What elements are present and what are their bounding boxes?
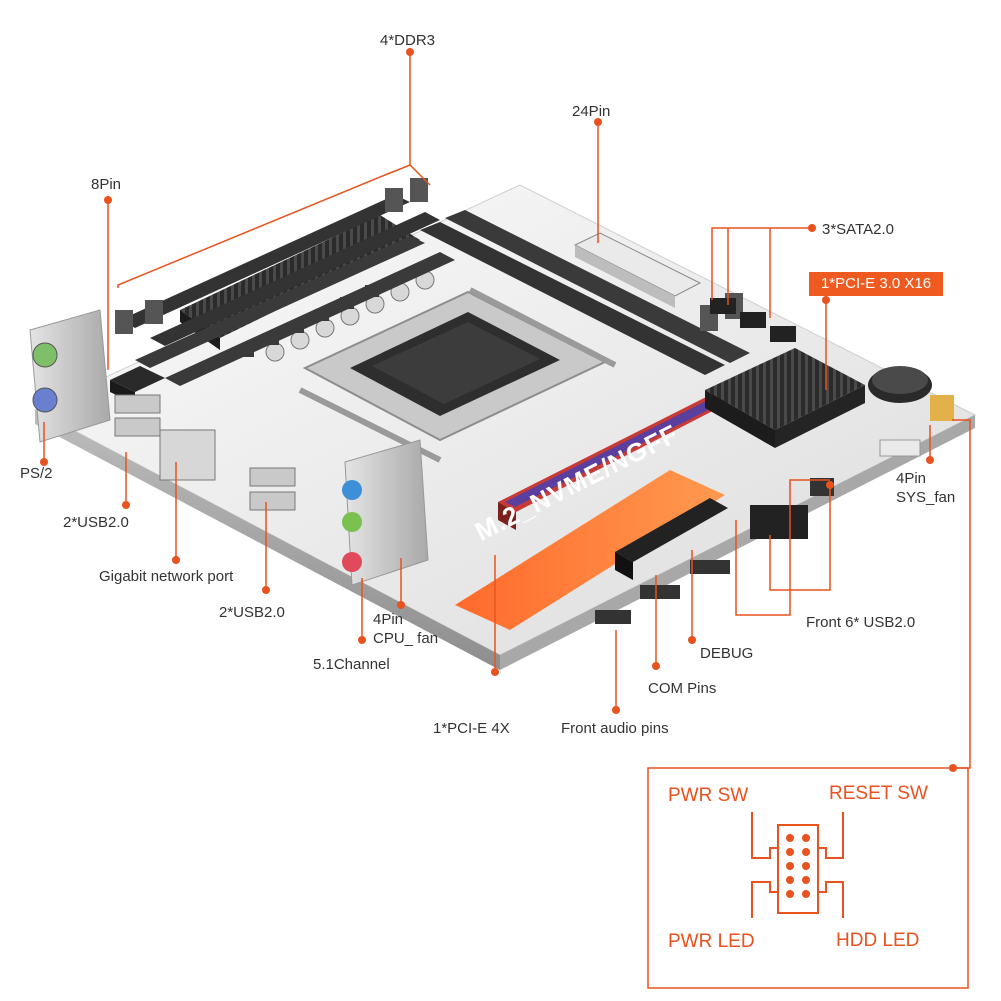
sys-fan-label-line1: 4Pin [896,470,927,487]
atx-24pin-connector [573,232,702,308]
hdd-led-label: HDD LED [836,930,920,951]
eps-8pin-label: 8Pin [91,176,122,193]
usb-rear-a-label: 2*USB2.0 [63,514,129,531]
usb-rear-b-label: 2*USB2.0 [219,604,285,621]
pin-headers [595,439,921,624]
front-panel-header [930,395,954,421]
front-audio-label: Front audio pins [561,720,669,737]
sata-label: 3*SATA2.0 [822,221,894,238]
sys-fan-label-line2: SYS_fan [896,489,956,506]
pcie-x4-label: 1*PCI-E 4X [433,720,510,737]
cpu-fan-label-line1: 4Pin [373,611,404,628]
pwr-led-label: PWR LED [668,931,755,952]
ddr3-label: 4*DDR3 [380,32,436,49]
front-usb-label: Front 6* USB2.0 [806,614,916,631]
pwr-sw-label: PWR SW [668,785,749,806]
debug-label: DEBUG [700,645,754,662]
cpu-fan-label-line2: CPU_ fan [373,630,439,647]
channel-label: 5.1Channel [313,656,390,673]
sata-ports [710,298,796,342]
cpu-socket [298,287,617,463]
leader-dots [40,48,957,772]
pcie-x4-slot [615,498,728,580]
pcie-x16-label: 1*PCI-E 3.0 X16 [809,272,943,296]
atx-24pin-label: 24Pin [572,103,611,120]
chipset-heatsink [705,348,865,448]
dimm-slots-left [115,178,455,386]
pcie-x16-slot [498,390,738,530]
gigabit-label: Gigabit network port [99,568,234,585]
io-ports [29,309,429,586]
reset-sw-label: RESET SW [829,783,928,804]
front-panel-diagram [647,767,969,989]
com-pins-label: COM Pins [648,680,717,697]
cmos-battery [868,366,932,403]
ps2-label: PS/2 [20,465,53,482]
m2-slot [455,470,725,630]
